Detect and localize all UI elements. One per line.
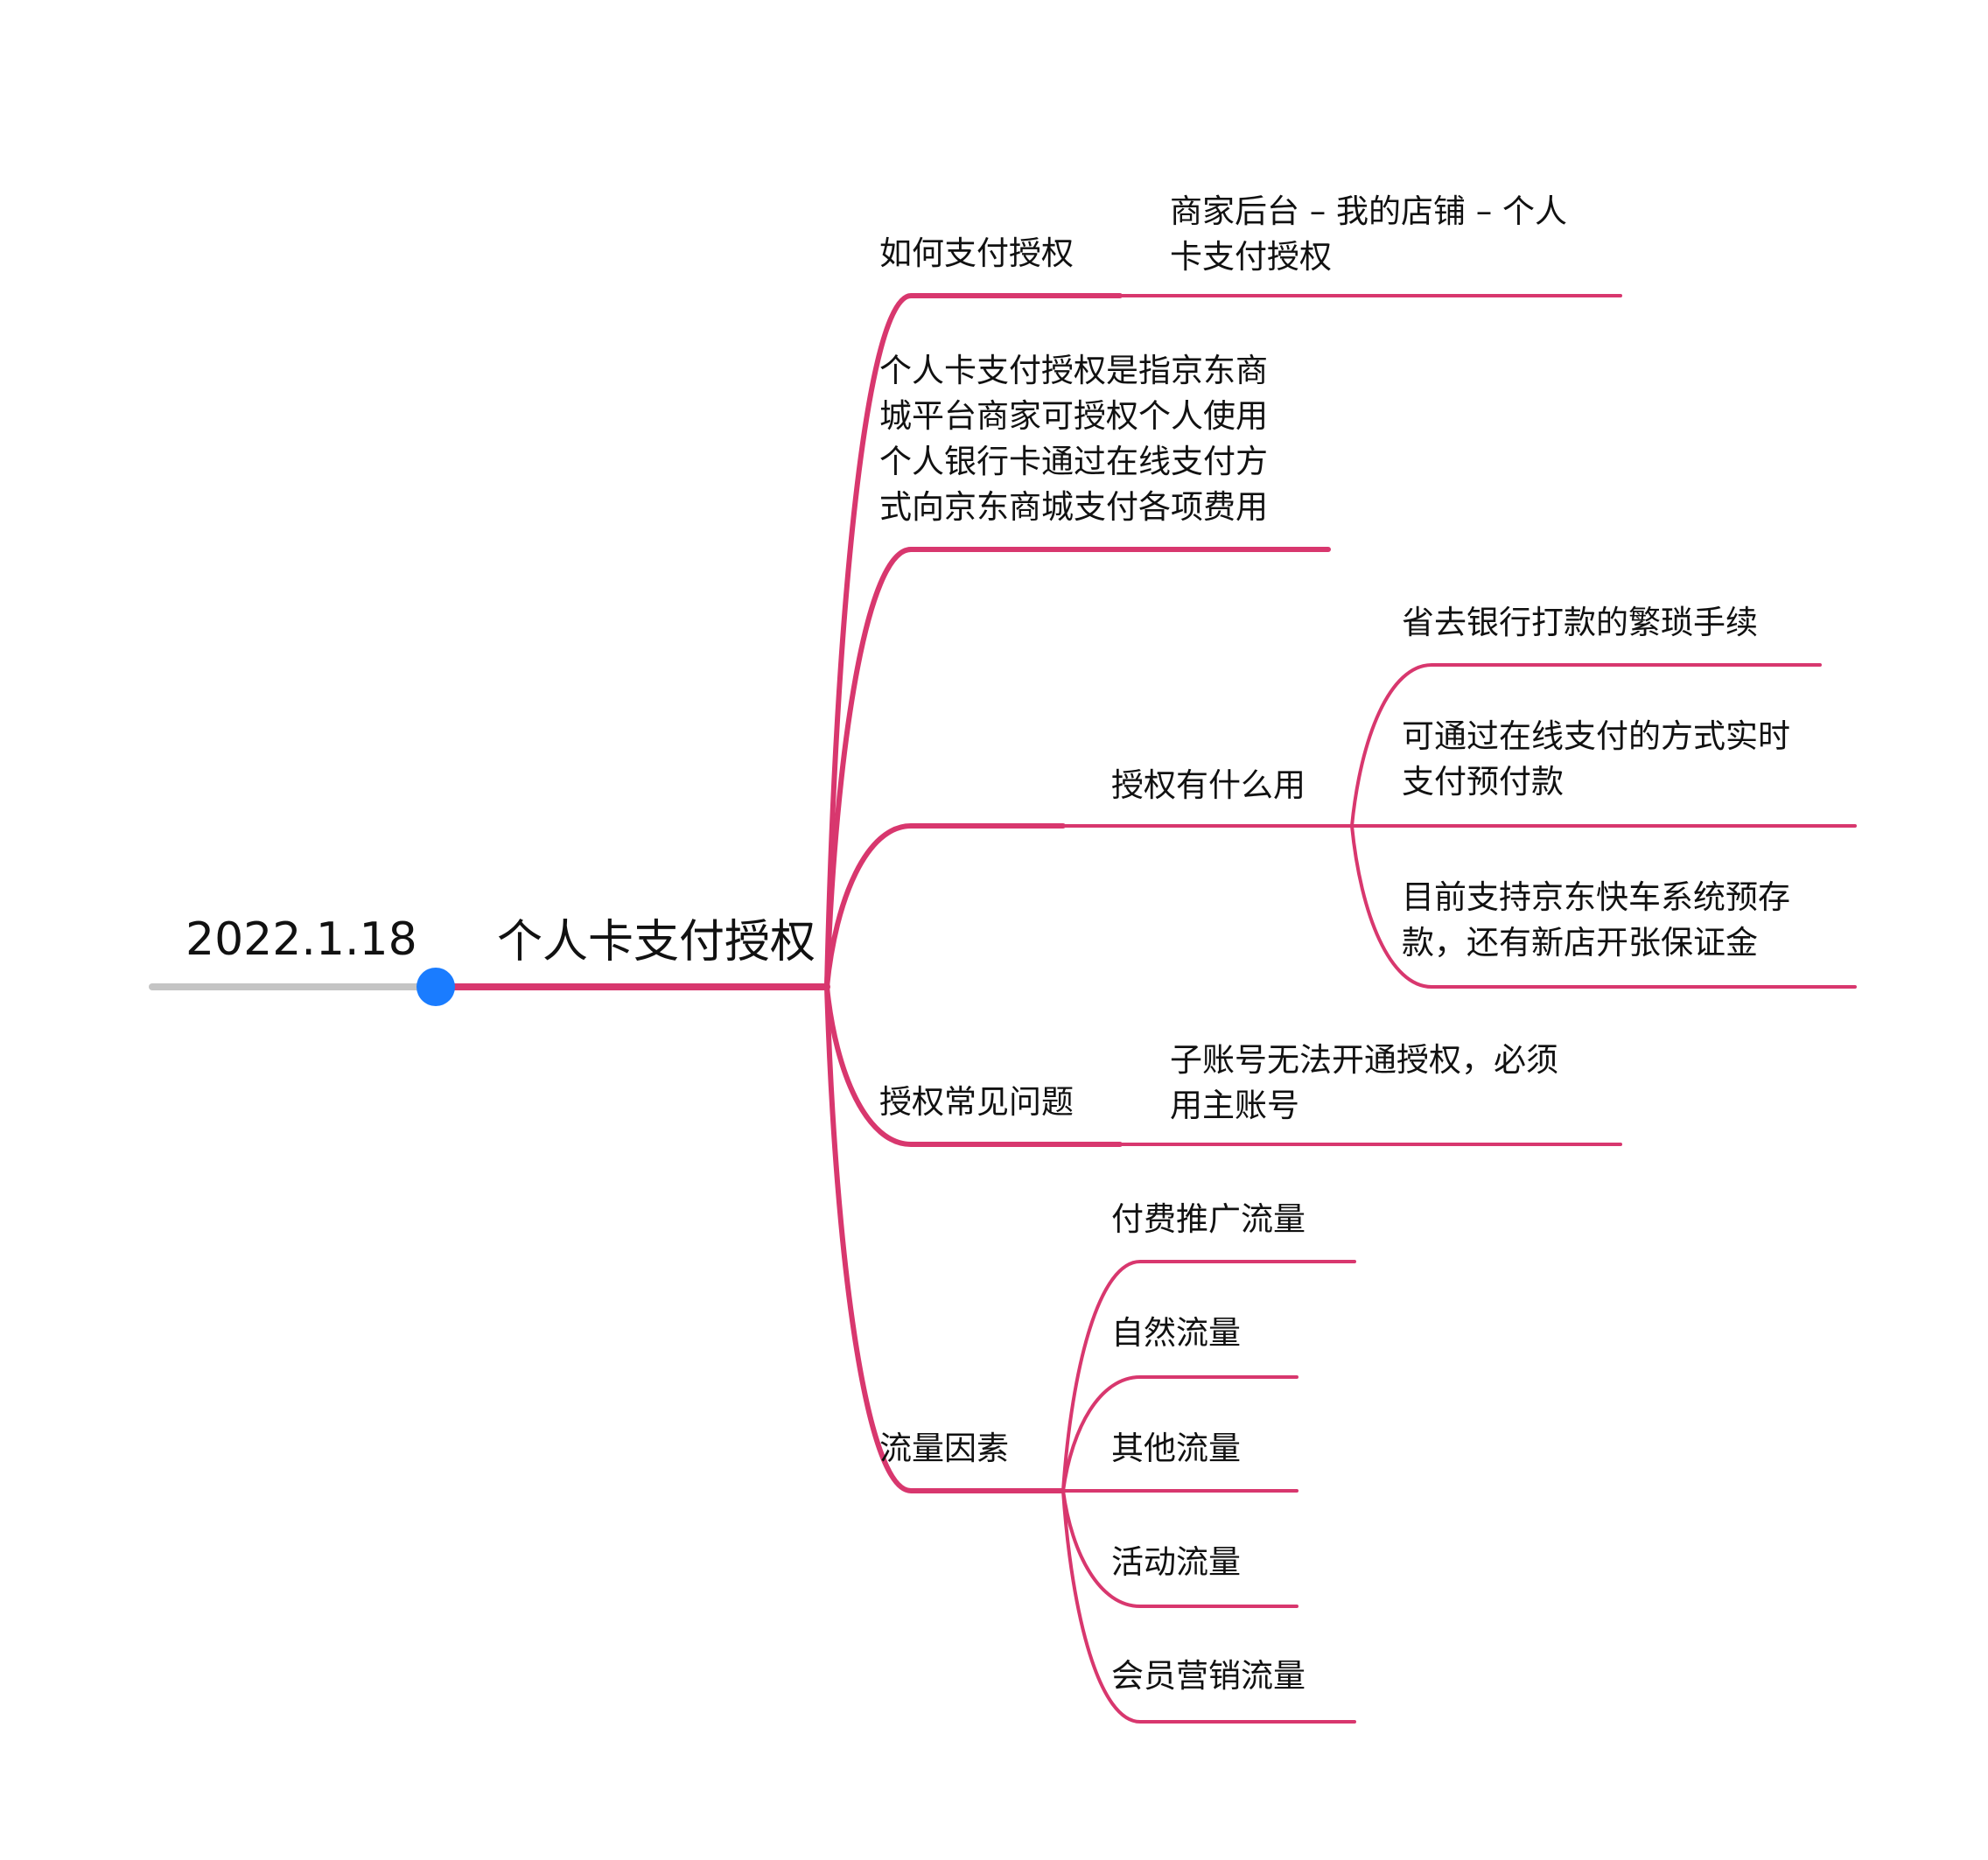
root-node-dot[interactable] xyxy=(416,968,455,1006)
branch-line-authorization-uses xyxy=(824,823,1066,989)
text-line: 款，还有新店开张保证金 xyxy=(1402,924,1758,961)
branch-line-definition xyxy=(824,547,1331,989)
branch-line-how-to-authorize xyxy=(824,293,1123,989)
subbranch-line-member-traffic xyxy=(1061,1489,1356,1724)
subtopic-supported-deposits[interactable]: 目前支持京东快车系统预存 款，还有新店开张保证金 xyxy=(1402,875,1790,966)
subbranch-line-skip-bank xyxy=(1350,663,1822,828)
text-line: 目前支持京东快车系统预存 xyxy=(1402,878,1790,916)
topic-common-issues[interactable]: 授权常见问题 xyxy=(879,1083,1074,1121)
subtopic-main-account-required[interactable]: 子账号无法开通授权，必须 用主账号 xyxy=(1170,1038,1558,1129)
subtopic-event-traffic[interactable]: 活动流量 xyxy=(1111,1543,1241,1581)
topic-how-to-authorize[interactable]: 如何支付授权 xyxy=(879,234,1074,272)
date-label: 2022.1.18 xyxy=(186,913,417,966)
text-line: 用主账号 xyxy=(1170,1087,1299,1124)
topic-traffic-factors[interactable]: 流量因素 xyxy=(879,1430,1009,1467)
text-line: 商家后台 – 我的店铺 – 个人 xyxy=(1170,192,1568,230)
text-line: 城平台商家可授权个人使用 xyxy=(879,397,1268,435)
subtopic-paid-traffic[interactable]: 付费推广流量 xyxy=(1111,1200,1306,1238)
text-line: 子账号无法开通授权，必须 xyxy=(1170,1041,1558,1079)
text-line: 卡支付授权 xyxy=(1170,238,1332,276)
subbranch-line-event-traffic xyxy=(1061,1489,1298,1608)
topic-authorization-uses[interactable]: 授权有什么用 xyxy=(1111,766,1306,804)
subtopic-natural-traffic[interactable]: 自然流量 xyxy=(1111,1314,1241,1352)
branch-line-common-issues xyxy=(824,984,1123,1147)
root-topic[interactable]: 个人卡支付授权 xyxy=(497,916,816,968)
subtopic-backend-path[interactable]: 商家后台 – 我的店铺 – 个人 卡支付授权 xyxy=(1170,189,1567,280)
text-line: 可通过在线支付的方式实时 xyxy=(1402,717,1790,755)
branch-line-traffic-factors xyxy=(824,984,1066,1493)
subtopic-member-marketing-traffic[interactable]: 会员营销流量 xyxy=(1111,1657,1306,1695)
subbranch-line-deposits xyxy=(1350,824,1857,989)
text-line: 式向京东商城支付各项费用 xyxy=(879,488,1268,526)
subtopic-skip-bank-transfer[interactable]: 省去银行打款的繁琐手续 xyxy=(1402,604,1758,641)
subbranch-line-paid-traffic xyxy=(1061,1260,1356,1493)
subtopic-other-traffic[interactable]: 其他流量 xyxy=(1111,1430,1241,1467)
text-line: 个人卡支付授权是指京东商 xyxy=(879,352,1268,389)
subbranch-line-natural-traffic xyxy=(1061,1375,1298,1493)
topic-definition[interactable]: 个人卡支付授权是指京东商 城平台商家可授权个人使用 个人银行卡通过在线支付方 式… xyxy=(879,348,1268,530)
subtopic-online-prepay[interactable]: 可通过在线支付的方式实时 支付预付款 xyxy=(1402,714,1790,805)
text-line: 个人银行卡通过在线支付方 xyxy=(879,443,1268,480)
text-line: 支付预付款 xyxy=(1402,763,1564,801)
